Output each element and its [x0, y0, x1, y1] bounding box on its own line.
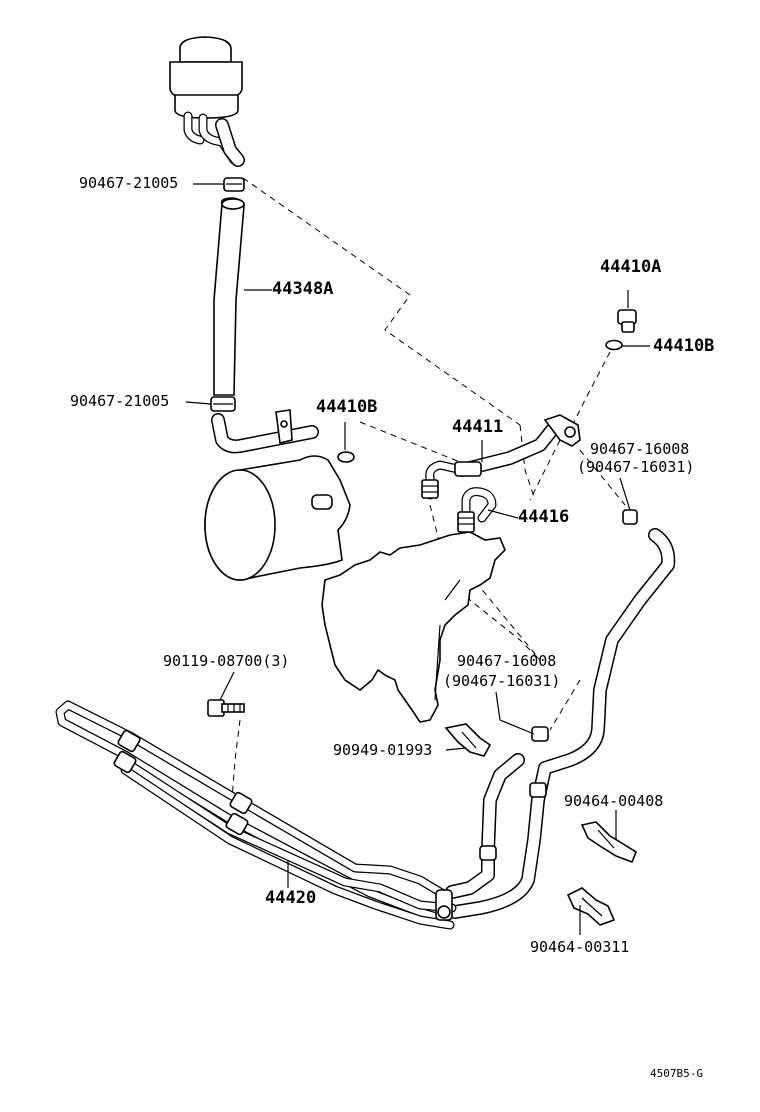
- leader-lines: [185, 183, 650, 935]
- union-44410a: [617, 309, 637, 333]
- label-clamp-16008-upper: 90467-16008: [590, 440, 690, 458]
- label-clamp-top: 90467-21005: [79, 174, 179, 192]
- reservoir: [169, 36, 245, 167]
- clip-90949: [444, 723, 492, 757]
- return-tube-44416: [457, 487, 497, 533]
- clamp-90464-00311: [566, 887, 616, 926]
- hose-clamp-top: [223, 177, 245, 192]
- pump-return-pipe: [211, 409, 319, 454]
- hose-clamp-lower-middle: [531, 726, 549, 742]
- oil-cooler-44420: [55, 700, 457, 930]
- pressure-tube-44411: [421, 414, 581, 500]
- right-return-hose: [448, 528, 676, 919]
- steering-gear-housing: [321, 531, 506, 723]
- label-clamp-16008-lower: 90467-16008: [457, 652, 557, 670]
- label-oring-left: 44410B: [316, 397, 378, 417]
- label-clamp-00311: 90464-00311: [530, 938, 630, 956]
- figure-code: 4507B5-G: [650, 1067, 703, 1080]
- label-tube-44416: 44416: [518, 507, 570, 527]
- o-ring-left: [337, 451, 355, 463]
- clamp-90464-00408: [580, 821, 637, 864]
- label-union-44410a: 44410A: [600, 257, 662, 277]
- bolt-90119: [207, 699, 245, 717]
- power-steering-pump: [204, 455, 351, 581]
- label-tube-44411: 44411: [452, 417, 504, 437]
- label-bolt: 90119-08700(3): [163, 652, 290, 670]
- o-ring-right: [605, 339, 623, 351]
- return-hose-44348a: [213, 197, 245, 396]
- label-clamp-16031-lower: (90467-16031): [443, 672, 561, 690]
- hose-clamp-bottom: [210, 396, 236, 412]
- label-clamp-16031-upper: (90467-16031): [577, 458, 695, 476]
- middle-return-hose: [445, 753, 525, 899]
- label-clamp-00408: 90464-00408: [564, 792, 664, 810]
- hose-clamp-upper-right: [622, 509, 638, 525]
- label-oring-right: 44410B: [653, 336, 715, 356]
- label-clip-90949: 90949-01993: [333, 741, 433, 759]
- label-hose-44348a: 44348A: [272, 279, 334, 299]
- label-clamp-bottom: 90467-21005: [70, 392, 170, 410]
- label-cooler-44420: 44420: [265, 888, 317, 908]
